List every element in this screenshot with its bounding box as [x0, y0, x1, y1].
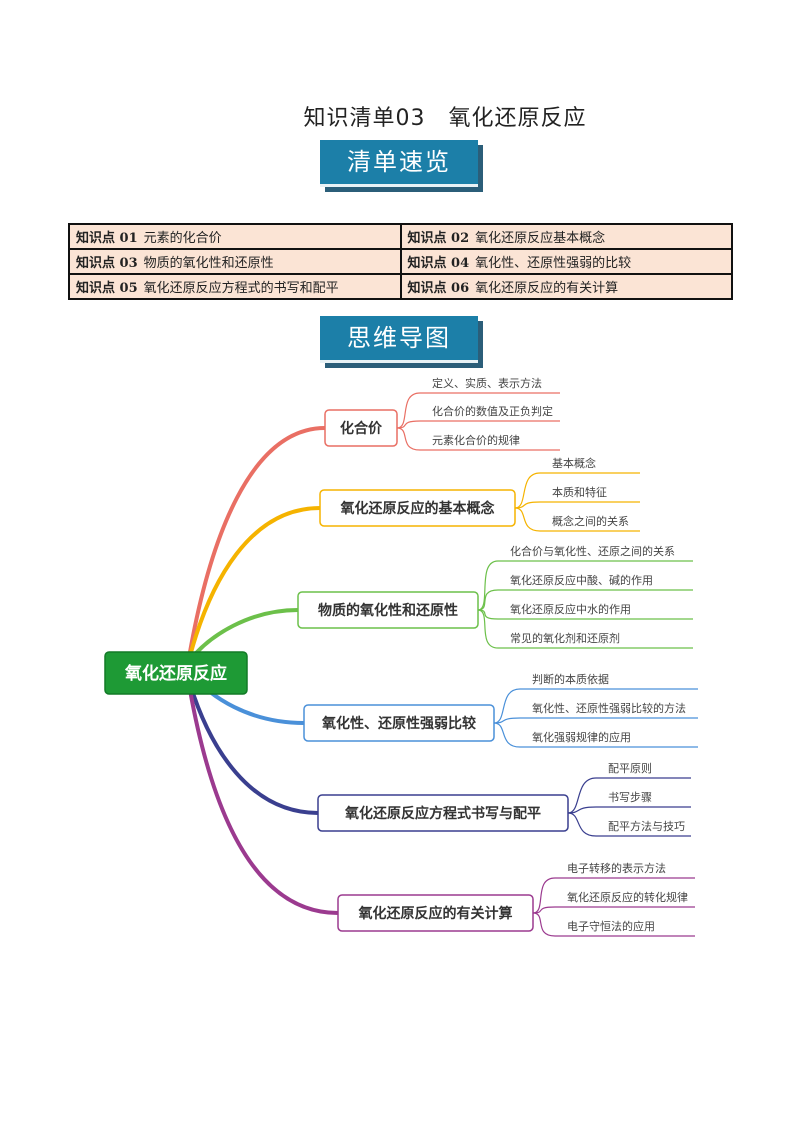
- leaf-connector: [396, 392, 421, 429]
- leaf-label: 氧化还原反应的转化规律: [567, 890, 688, 904]
- leaf-label: 判断的本质依据: [532, 672, 609, 686]
- leaf-label: 氧化强弱规律的应用: [532, 730, 631, 744]
- root-node-box: [104, 651, 248, 695]
- leaf-label: 电子守恒法的应用: [567, 919, 655, 933]
- branch-label: 氧化还原反应方程式书写与配平: [344, 805, 541, 822]
- page-title: 知识清单03 氧化还原反应: [303, 106, 587, 131]
- leaf-label: 氧化还原反应中酸、碱的作用: [510, 573, 653, 587]
- branch-label: 氧化还原反应的有关计算: [358, 905, 513, 922]
- leaf-connector: [532, 877, 556, 914]
- leaf-connector: [396, 427, 421, 451]
- leaf-label: 氧化还原反应中水的作用: [510, 602, 631, 616]
- branch-connector: [188, 426, 327, 654]
- leaf-connector: [493, 717, 521, 724]
- leaf-label: 氧化性、还原性强弱比较的方法: [532, 701, 686, 715]
- branch-label: 氧化性、还原性强弱比较: [321, 715, 476, 732]
- leaf-label: 配平方法与技巧: [608, 819, 685, 833]
- leaf-label: 书写步骤: [608, 791, 652, 804]
- leaf-label: 化合价的数值及正负判定: [432, 404, 553, 418]
- leaf-connector: [567, 812, 597, 837]
- leaf-label: 元素化合价的规律: [432, 433, 520, 447]
- leaf-label: 配平原则: [608, 762, 652, 775]
- branch-label: 化合价: [340, 420, 383, 437]
- leaf-label: 常见的氧化剂和还原剂: [510, 631, 620, 645]
- leaf-connector: [477, 589, 499, 611]
- leaf-connector: [493, 722, 521, 748]
- leaf-connector: [567, 806, 597, 814]
- branch-label: 氧化还原反应的基本概念: [340, 500, 496, 517]
- leaf-connector: [514, 507, 541, 532]
- leaf-label: 化合价与氧化性、还原之间的关系: [510, 544, 675, 558]
- leaf-connector: [532, 912, 556, 937]
- mindmap-banner: 思维导图: [320, 316, 478, 363]
- leaf-connector: [514, 472, 541, 509]
- leaf-label: 概念之间的关系: [552, 514, 629, 528]
- leaf-connector: [567, 777, 597, 814]
- branch-connector: [188, 506, 322, 658]
- leaf-connector: [477, 609, 499, 649]
- branch-connector: [188, 682, 320, 815]
- leaf-connector: [493, 688, 521, 724]
- branch-label: 物质的氧化性和还原性: [318, 602, 458, 619]
- leaf-label: 本质和特征: [552, 485, 607, 499]
- root-node-label: 氧化还原反应: [124, 663, 227, 684]
- branch-connector: [188, 688, 340, 915]
- overview-banner: 清单速览: [320, 140, 478, 187]
- leaf-label: 电子转移的表示方法: [567, 861, 666, 875]
- leaf-label: 基本概念: [552, 456, 596, 470]
- leaf-label: 定义、实质、表示方法: [432, 376, 542, 390]
- leaf-connector: [477, 560, 499, 611]
